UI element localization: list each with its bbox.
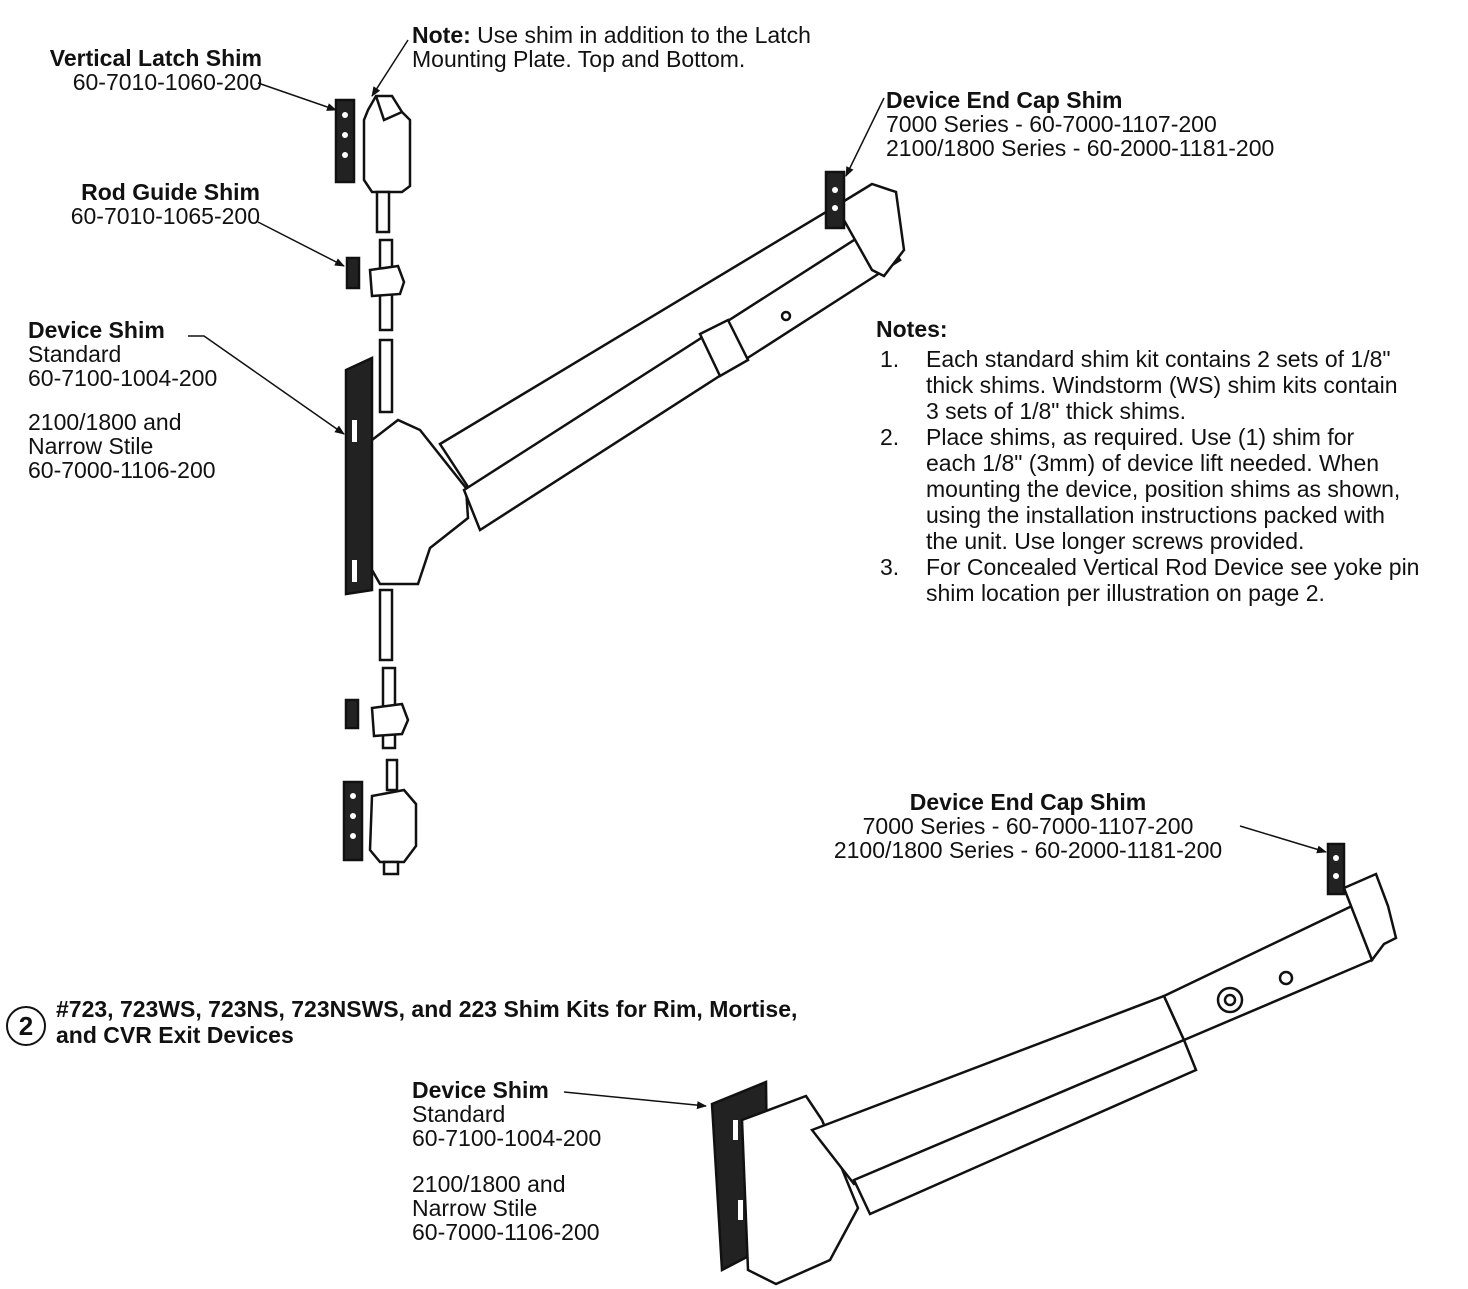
rod-guide-bottom [370, 702, 410, 738]
top-latch [362, 94, 412, 194]
note-line: thick shims. Windstorm (WS) shim kits co… [926, 372, 1398, 398]
end-cap-bottom [1342, 872, 1398, 963]
vertical-latch-shim-label: Vertical Latch Shim 60-7010-1060-200 [28, 46, 262, 94]
device-shim-bottom-std: Standard [412, 1101, 506, 1127]
leader-latch-note [371, 39, 409, 97]
leader-end-cap-bottom [1239, 825, 1327, 854]
vertical-latch-shim-part: 60-7010-1060-200 [72, 69, 262, 95]
end-cap-bottom-title: Device End Cap Shim [909, 789, 1147, 815]
device-shim-top-label: Device Shim Standard 60-7100-1004-200 21… [28, 318, 217, 482]
note-line: Place shims, as required. Use (1) shim f… [926, 424, 1355, 450]
note-line: mounting the device, position shims as s… [926, 476, 1401, 502]
device-shim-bottom-alt2: Narrow Stile [412, 1195, 538, 1221]
device-shim-top-std: Standard [28, 341, 122, 367]
bottom-latch [368, 788, 418, 864]
device-shim-plate-top [344, 356, 374, 596]
note-number: 2. [880, 424, 900, 450]
latch-note-text1: Use shim in addition to the Latch [470, 22, 811, 48]
device-shim-bottom-label: Device Shim Standard 60-7100-1004-200 21… [412, 1078, 601, 1244]
rod-guide-shim-part: 60-7010-1065-200 [70, 203, 260, 229]
end-cap-top-title: Device End Cap Shim [886, 87, 1123, 113]
end-cap-shim-top [824, 170, 846, 230]
note-line: the unit. Use longer screws provided. [926, 528, 1305, 554]
kit-title-line1: #723, 723WS, 723NS, 723NSWS, and 223 Shi… [56, 996, 798, 1022]
device-shim-top-alt-part: 60-7000-1106-200 [28, 457, 216, 483]
end-cap-top-line1: 7000 Series - 60-7000-1107-200 [886, 111, 1217, 137]
vertical-rod-device-illustration [334, 94, 906, 876]
note-line: shim location per illustration on page 2… [926, 580, 1325, 606]
note-line: For Concealed Vertical Rod Device see yo… [926, 554, 1420, 580]
rod-guide-top [368, 264, 406, 298]
notes-heading: Notes: [876, 316, 948, 342]
end-cap-top-label: Device End Cap Shim 7000 Series - 60-700… [886, 88, 1274, 160]
kit-title-line2: and CVR Exit Devices [56, 1022, 294, 1048]
rod-guide-shim-title: Rod Guide Shim [81, 179, 260, 205]
push-bar-top [438, 204, 883, 498]
leader-device-shim-bottom [563, 1091, 707, 1110]
device-shim-bottom-alt-part: 60-7000-1106-200 [412, 1219, 600, 1245]
leader-end-cap-top [845, 97, 885, 177]
device-shim-bottom-title: Device Shim [412, 1077, 549, 1103]
leader-lines [188, 39, 1327, 1110]
vertical-latch-shim-bottom [342, 780, 364, 862]
note-item: 1. Each standard shim kit contains 2 set… [876, 346, 1468, 424]
note-line: each 1/8" (3mm) of device lift needed. W… [926, 450, 1380, 476]
note-number: 1. [880, 346, 900, 372]
leader-device-shim-top [188, 335, 345, 435]
bottom-rod [378, 588, 394, 662]
end-cap-top-line2: 2100/1800 Series - 60-2000-1181-200 [886, 135, 1275, 161]
note-number: 3. [880, 554, 900, 580]
leader-vertical-latch-shim [257, 82, 337, 111]
device-chassis-top [370, 418, 470, 586]
latch-note-label: Note: Use shim in addition to the Latch … [412, 23, 811, 71]
device-shim-bottom-alt1: 2100/1800 and [412, 1171, 566, 1197]
latch-note-text2: Mounting Plate. Top and Bottom. [412, 46, 746, 72]
vertical-latch-shim-top [334, 98, 356, 184]
note-line: 3 sets of 1/8" thick shims. [926, 398, 1186, 424]
rim-device-illustration [710, 842, 1398, 1286]
note-line: using the installation instructions pack… [926, 502, 1385, 528]
device-shim-bottom-std-part: 60-7100-1004-200 [412, 1125, 602, 1151]
end-cap-bottom-label: Device End Cap Shim 7000 Series - 60-700… [822, 790, 1234, 862]
note-line: Each standard shim kit contains 2 sets o… [926, 346, 1391, 372]
end-cap-bottom-line2: 2100/1800 Series - 60-2000-1181-200 [833, 837, 1223, 863]
vertical-latch-shim-title: Vertical Latch Shim [49, 45, 262, 71]
kit-title: #723, 723WS, 723NS, 723NSWS, and 223 Shi… [56, 996, 797, 1048]
device-shim-top-std-part: 60-7100-1004-200 [28, 365, 218, 391]
leader-rod-guide-shim [257, 221, 345, 267]
rod-guide-shim-label: Rod Guide Shim 60-7010-1065-200 [30, 180, 260, 228]
device-shim-top-alt1: 2100/1800 and [28, 409, 182, 435]
notes-list: 1. Each standard shim kit contains 2 set… [876, 346, 1468, 606]
end-cap-top [834, 182, 906, 278]
device-shim-top-title: Device Shim [28, 317, 165, 343]
note-item: 2. Place shims, as required. Use (1) shi… [876, 424, 1468, 554]
note-item: 3. For Concealed Vertical Rod Device see… [876, 554, 1468, 606]
device-shim-top-alt2: Narrow Stile [28, 433, 154, 459]
notes-block: Notes: 1. Each standard shim kit contain… [876, 316, 1468, 606]
kit-number-badge: 2 [6, 1006, 46, 1046]
rod-guide-shim-top [345, 256, 361, 290]
rod-guide-shim-bottom [344, 698, 360, 730]
end-cap-bottom-line1: 7000 Series - 60-7000-1107-200 [862, 813, 1194, 839]
end-cap-shim-bottom [1326, 842, 1346, 896]
latch-note-bold: Note: [412, 22, 471, 48]
